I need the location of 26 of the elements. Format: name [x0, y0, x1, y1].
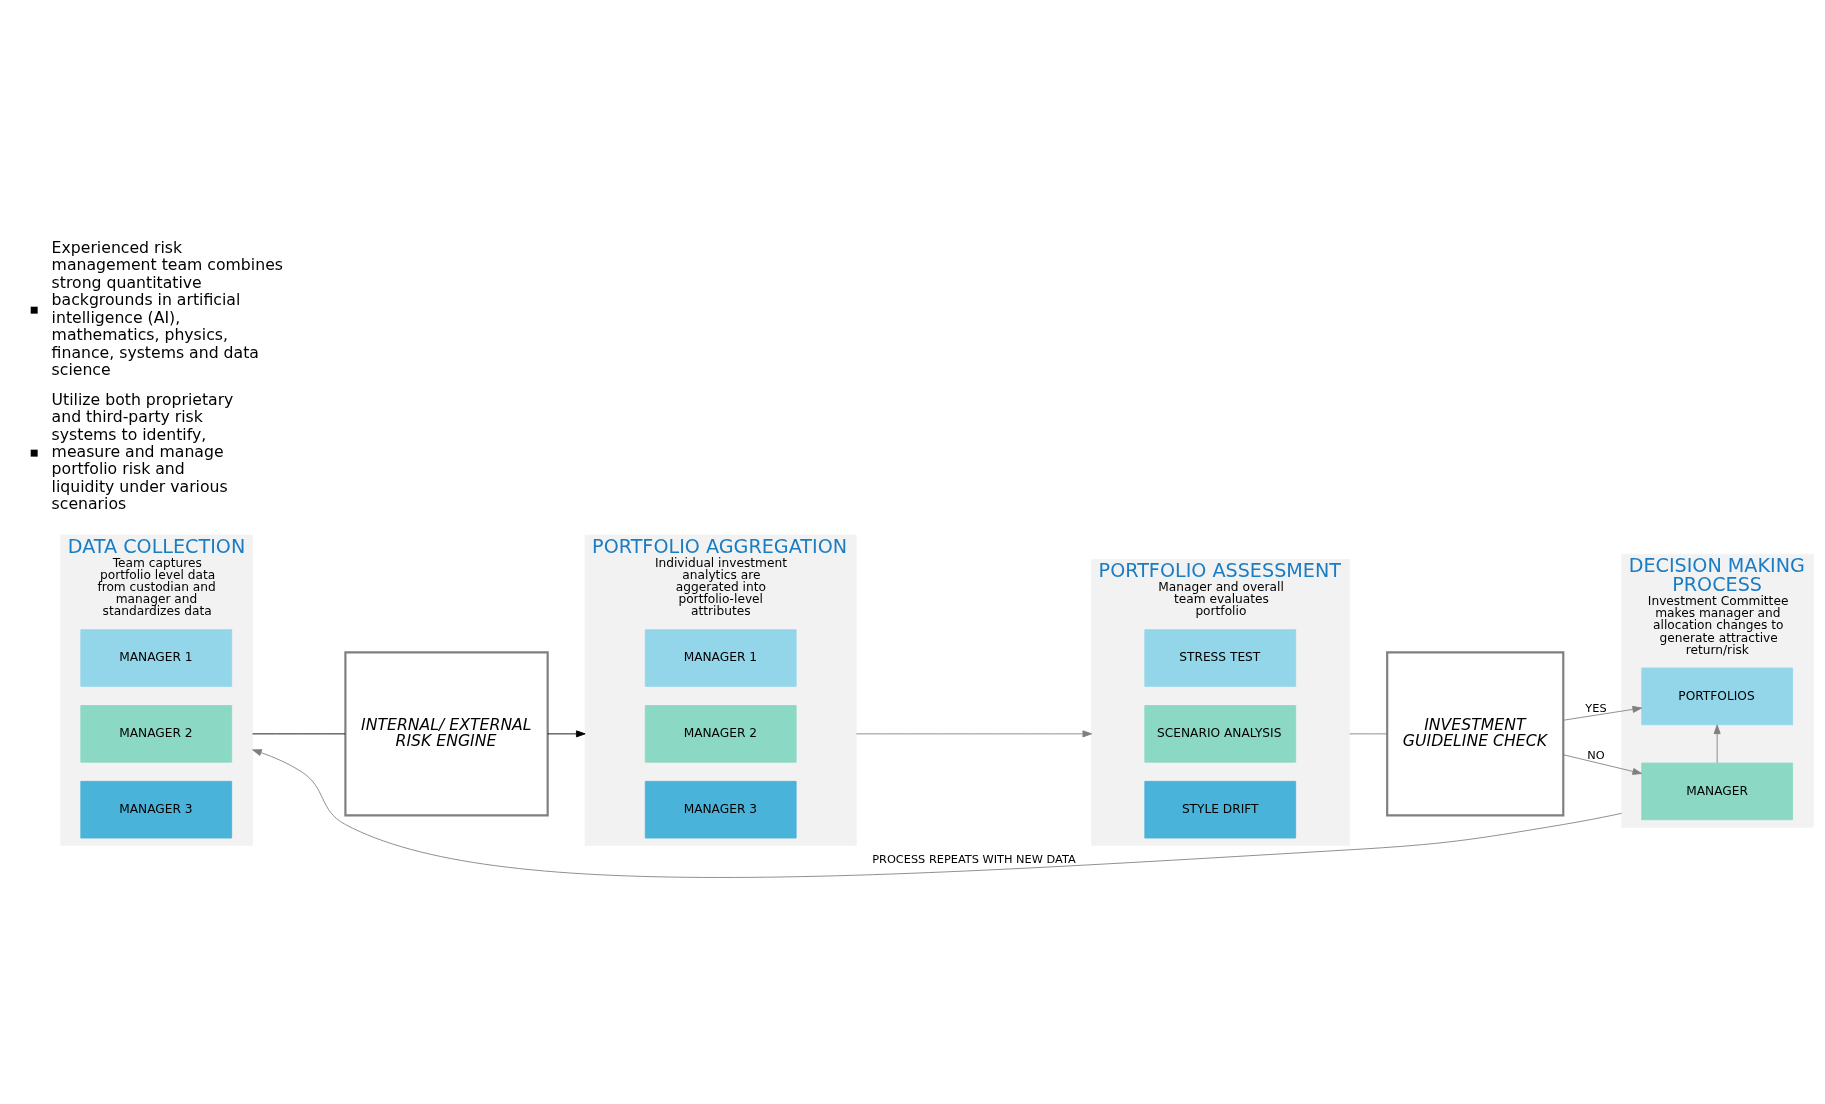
arrow [547, 730, 586, 738]
arrow [1563, 754, 1643, 775]
node-box: SCENARIO ANALYSIS [1144, 705, 1297, 763]
node-box: MANAGER 3 [80, 780, 233, 839]
edge-label: YES [1585, 700, 1607, 715]
label: Utilize both proprietary and third-party risk systems to identify, measure and manage portfolio risk and liquidity under various scenarios [51, 389, 234, 514]
edge-label: PROCESS REPEATS WITH NEW DATA [872, 852, 1076, 867]
arrow [1713, 724, 1721, 764]
connector [1349, 733, 1388, 735]
arrow [252, 749, 1623, 878]
arrow [1563, 705, 1643, 721]
node-box: MANAGER [1641, 762, 1793, 821]
node-box: STRESS TEST [1144, 629, 1297, 687]
node-box: MANAGER 1 [80, 629, 233, 687]
node-box: MANAGER 2 [80, 705, 233, 763]
connector [252, 733, 346, 735]
node-box: INVESTMENT GUIDELINE CHECK [1386, 651, 1565, 817]
node-box: PORTFOLIOS [1641, 667, 1793, 726]
label: Experienced risk management team combines strong quantitative backgrounds in artificial intelligence (AI), mathematics, physics, finance, systems and data science [51, 237, 283, 380]
edge-label: NO [1587, 747, 1605, 762]
node-box: MANAGER 2 [644, 705, 797, 763]
node-box: MANAGER 3 [644, 780, 797, 839]
node-box: INTERNAL/ EXTERNAL RISK ENGINE [344, 651, 549, 817]
node-box: MANAGER 1 [644, 629, 797, 687]
arrow [855, 730, 1093, 738]
node-box: STYLE DRIFT [1144, 780, 1297, 839]
